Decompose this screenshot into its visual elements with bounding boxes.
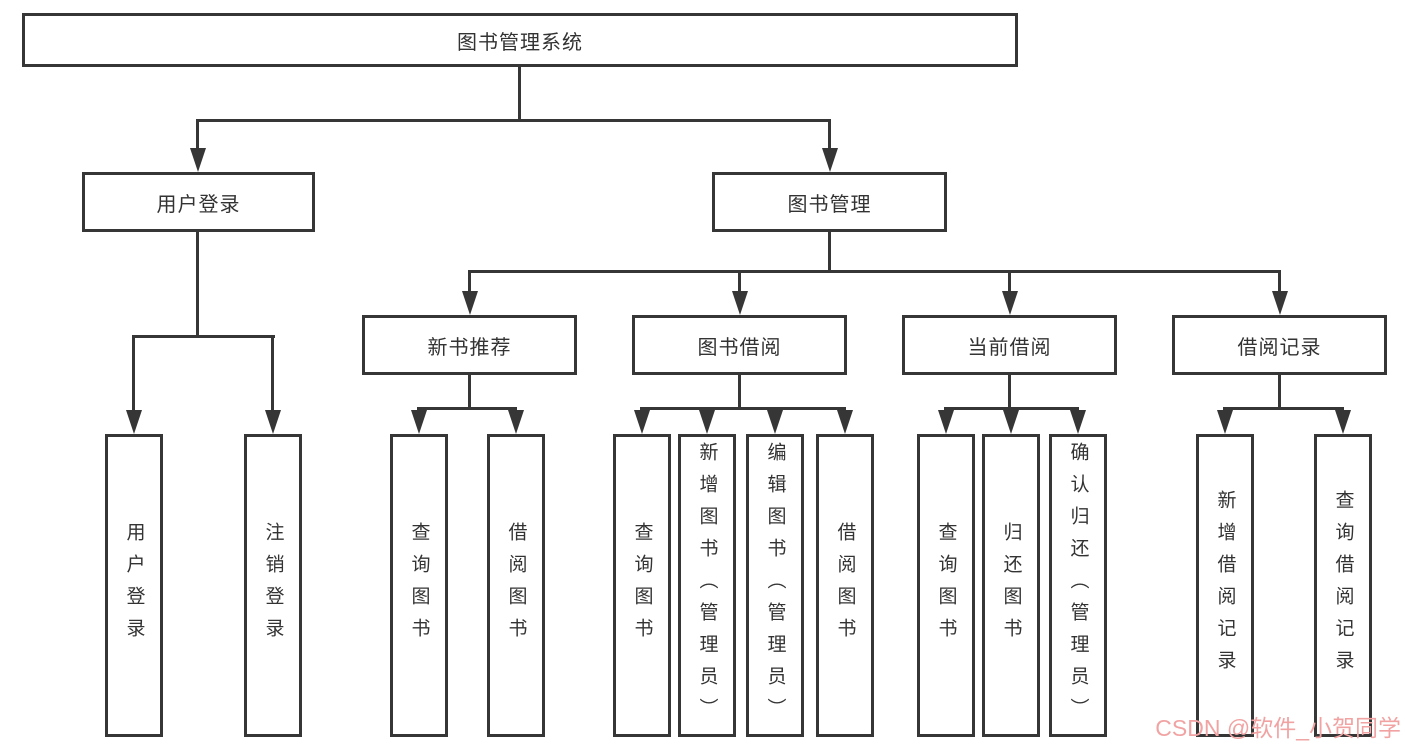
node-borrow-record: 借阅记录 (1172, 315, 1387, 375)
connector-root-trunk (518, 67, 521, 121)
arrow-down-icon (767, 410, 783, 434)
connector-group-hline (1223, 407, 1344, 410)
node-book-management-label: 图书管理 (787, 193, 872, 216)
leaf-borrow-query-books: 查询图书 (613, 434, 671, 737)
leaf-user-login: 用户登录 (105, 434, 163, 737)
leaf-borrow-borrow-books-label: 借阅图书 (834, 521, 856, 650)
arrow-down-icon (265, 410, 281, 434)
arrow-down-icon (837, 410, 853, 434)
arrow-down-icon (699, 410, 715, 434)
leaf-newbook-query-books-label: 查询图书 (408, 521, 430, 650)
connector-book-mgmt-trunk (828, 232, 831, 273)
arrow-down-icon (1335, 410, 1351, 434)
connector-stem (828, 119, 831, 152)
leaf-current-return-books: 归还图书 (982, 434, 1040, 737)
arrow-down-icon (411, 410, 427, 434)
connector-stem (1008, 270, 1011, 296)
leaf-record-query-borrow-record: 查询借阅记录 (1314, 434, 1372, 737)
leaf-record-add-borrow-record-label: 新增借阅记录 (1214, 489, 1236, 682)
leaf-borrow-edit-books-admin-label: 编辑图书（管理员） (764, 441, 786, 730)
leaf-logout: 注销登录 (244, 434, 302, 737)
node-current-borrow: 当前借阅 (902, 315, 1117, 375)
leaf-borrow-borrow-books: 借阅图书 (816, 434, 874, 737)
node-new-book-recommend-label: 新书推荐 (427, 336, 512, 359)
leaf-borrow-add-books-admin-label: 新增图书（管理员） (696, 441, 718, 730)
connector-group-hline (417, 407, 517, 410)
connector-group-hline (640, 407, 846, 410)
arrow-down-icon (126, 410, 142, 434)
node-root-label: 图书管理系统 (457, 31, 583, 54)
leaf-borrow-edit-books-admin: 编辑图书（管理员） (746, 434, 804, 737)
leaf-user-login-label: 用户登录 (123, 521, 145, 650)
leaf-borrow-query-books-label: 查询图书 (631, 521, 653, 650)
node-user-login-label: 用户登录 (156, 193, 241, 216)
leaf-current-confirm-return-admin-label: 确认归还（管理员） (1067, 441, 1089, 730)
leaf-newbook-borrow-books: 借阅图书 (487, 434, 545, 737)
node-book-management: 图书管理 (712, 172, 947, 232)
connector-group-trunk (738, 375, 741, 410)
arrow-down-icon (822, 148, 838, 172)
node-new-book-recommend: 新书推荐 (362, 315, 577, 375)
node-user-login: 用户登录 (82, 172, 315, 232)
leaf-logout-label: 注销登录 (262, 521, 284, 650)
connector-stem (271, 335, 274, 414)
node-root: 图书管理系统 (22, 13, 1018, 67)
csdn-watermark: CSDN @软件_小贺同学 (1155, 715, 1401, 741)
arrow-down-icon (1217, 410, 1233, 434)
connector-root-hline (197, 119, 831, 122)
node-borrow-record-label: 借阅记录 (1237, 336, 1322, 359)
leaf-record-add-borrow-record: 新增借阅记录 (1196, 434, 1254, 737)
connector-stem (132, 335, 135, 414)
leaf-current-confirm-return-admin: 确认归还（管理员） (1049, 434, 1107, 737)
leaf-newbook-borrow-books-label: 借阅图书 (505, 521, 527, 650)
connector-user-login-hline (132, 335, 275, 338)
arrow-down-icon (634, 410, 650, 434)
leaf-current-query-books-label: 查询图书 (935, 521, 957, 650)
connector-stem (1278, 270, 1281, 296)
arrow-down-icon (190, 148, 206, 172)
node-current-borrow-label: 当前借阅 (967, 336, 1052, 359)
connector-group-trunk (1278, 375, 1281, 410)
arrow-down-icon (938, 410, 954, 434)
arrow-down-icon (1003, 410, 1019, 434)
connector-book-mgmt-hline (468, 270, 1281, 273)
leaf-current-query-books: 查询图书 (917, 434, 975, 737)
connector-stem (196, 119, 199, 152)
arrow-down-icon (1272, 291, 1288, 315)
connector-group-trunk (468, 375, 471, 410)
arrow-down-icon (1070, 410, 1086, 434)
arrow-down-icon (508, 410, 524, 434)
arrow-down-icon (462, 291, 478, 315)
arrow-down-icon (1002, 291, 1018, 315)
node-book-borrow-label: 图书借阅 (697, 336, 782, 359)
connector-stem (468, 270, 471, 296)
leaf-borrow-add-books-admin: 新增图书（管理员） (678, 434, 736, 737)
connector-group-trunk (1008, 375, 1011, 410)
arrow-down-icon (732, 291, 748, 315)
leaf-current-return-books-label: 归还图书 (1000, 521, 1022, 650)
connector-stem (738, 270, 741, 296)
node-book-borrow: 图书借阅 (632, 315, 847, 375)
leaf-record-query-borrow-record-label: 查询借阅记录 (1332, 489, 1354, 682)
connector-user-login-trunk (196, 232, 199, 338)
leaf-newbook-query-books: 查询图书 (390, 434, 448, 737)
